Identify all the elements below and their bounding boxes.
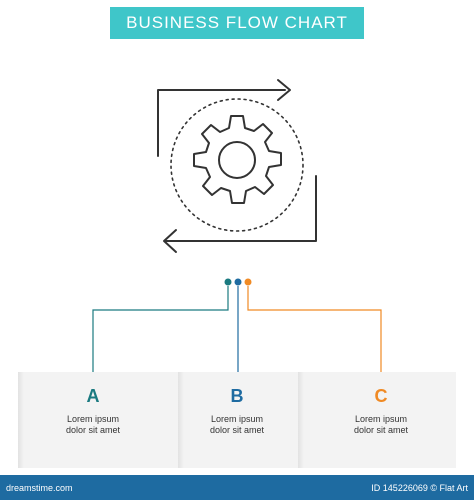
step-letter-a: A: [86, 386, 100, 406]
step-text-b-line1: Lorem ipsum: [210, 414, 264, 424]
connector-dot-c: [244, 278, 252, 286]
step-text-a-line1: Lorem ipsum: [66, 414, 120, 424]
step-text-b: Lorem ipsum dolor sit amet: [177, 414, 297, 436]
step-card-c-shadow: [298, 372, 304, 468]
arrowhead-left: [163, 229, 177, 253]
step-text-a-line2: dolor sit amet: [65, 425, 121, 435]
cycle-arrow-bottom: [164, 175, 317, 242]
dashed-orbit: [170, 98, 304, 232]
step-text-a: Lorem ipsum dolor sit amet: [33, 414, 153, 436]
step-text-c-line2: dolor sit amet: [353, 425, 409, 435]
connector-dot-a: [224, 278, 232, 286]
gear-outline: [193, 115, 282, 204]
step-letter-c: C: [374, 386, 388, 406]
footer-bar: dreamstime.com ID 145226069 © Flat Art: [0, 475, 474, 500]
step-card-c: [298, 372, 456, 468]
arrowhead-right: [277, 79, 291, 101]
chart-title: BUSINESS FLOW CHART: [126, 13, 348, 32]
step-card-a-shadow: [18, 372, 24, 468]
footer-credit: ID 145226069 © Flat Art: [371, 483, 468, 493]
connector-c: [247, 286, 382, 372]
step-card-b: [178, 372, 298, 468]
step-card-a: [18, 372, 178, 468]
connector-a: [92, 286, 229, 372]
connector-dot-b: [234, 278, 242, 286]
gear-hub: [218, 141, 256, 179]
step-text-b-line2: dolor sit amet: [209, 425, 265, 435]
step-text-c: Lorem ipsum dolor sit amet: [321, 414, 441, 436]
step-card-b-shadow: [178, 372, 184, 468]
chart-title-banner: BUSINESS FLOW CHART: [110, 7, 364, 39]
step-letter-b: B: [230, 386, 244, 406]
footer-site[interactable]: dreamstime.com: [6, 483, 73, 493]
step-text-c-line1: Lorem ipsum: [354, 414, 408, 424]
cycle-arrow-top: [157, 89, 286, 157]
